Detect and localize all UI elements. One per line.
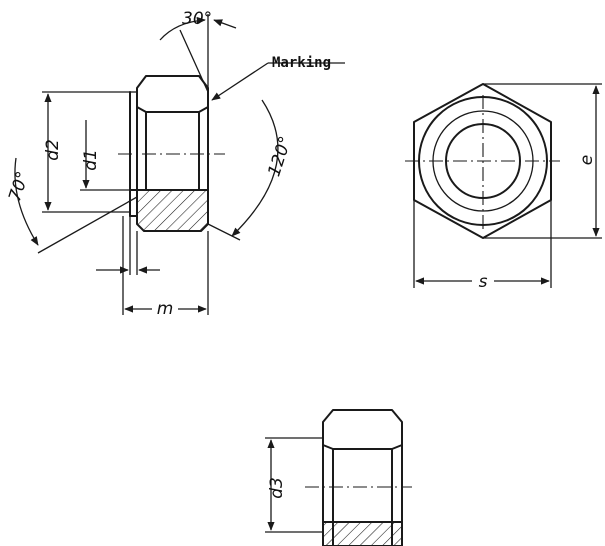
angle-30-arc <box>159 16 206 41</box>
d1-label: d1 <box>81 149 101 171</box>
top-view: e s <box>405 83 602 292</box>
d2-label: d2 <box>43 139 63 161</box>
e-label: e <box>577 155 597 165</box>
variant-side-view: d3 <box>265 409 412 546</box>
m-label: m <box>157 299 174 319</box>
variant-hex-top <box>322 409 403 450</box>
marking-leader <box>211 62 269 101</box>
hatched-insert <box>136 189 209 232</box>
angle-30-label: 30° <box>182 9 212 29</box>
angle-70-leader <box>37 196 138 254</box>
angle-70-arc <box>14 157 39 246</box>
angle-120-label: 120° <box>264 134 296 179</box>
variant-hatched-insert <box>322 521 403 546</box>
nut-hex-top <box>136 75 209 113</box>
nut-body <box>136 106 209 191</box>
marking-label: Marking <box>272 55 331 71</box>
angle-70-label: 70° <box>5 169 33 204</box>
s-label: s <box>479 272 488 292</box>
side-view: d2 d1 70° 30° Marking 120° m <box>5 9 345 319</box>
angle-120-arc <box>231 99 279 237</box>
d3-label: d3 <box>267 477 287 499</box>
